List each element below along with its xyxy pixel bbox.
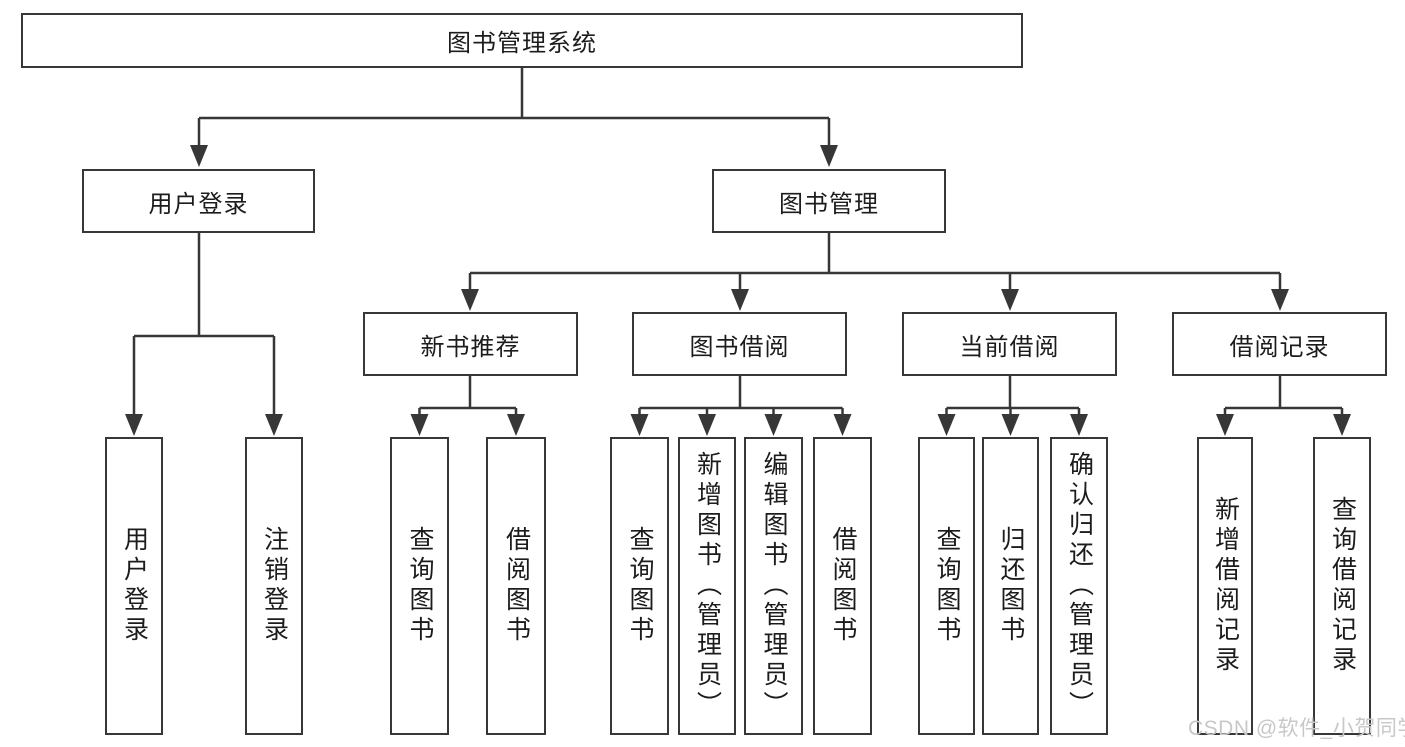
leaf-bb-borrow-books-label: 借阅图书 [829, 526, 857, 646]
leaf-cb-query-books: 查询图书 [918, 437, 975, 735]
leaf-bb-query-books-label: 查询图书 [626, 526, 654, 646]
csdn-watermark: CSDN @软件_小贺同学 [1188, 717, 1405, 740]
leaf-bb-edit-books-admin: 编辑图书（管理员） [744, 437, 803, 735]
leaf-bb-edit-books-admin-label: 编辑图书（管理员） [760, 451, 788, 721]
leaf-br-add-record: 新增借阅记录 [1197, 437, 1253, 735]
node-current-borrowing: 当前借阅 [902, 312, 1117, 376]
leaf-cb-confirm-return-admin: 确认归还（管理员） [1050, 437, 1108, 735]
node-book-management-label: 图书管理 [779, 190, 879, 218]
node-new-book-recommendation: 新书推荐 [363, 312, 578, 376]
leaf-bb-borrow-books: 借阅图书 [813, 437, 872, 735]
leaf-nb-borrow-books-label: 借阅图书 [502, 526, 531, 646]
leaf-nb-borrow-books: 借阅图书 [486, 437, 546, 735]
node-book-management: 图书管理 [712, 169, 946, 233]
node-user-login-label: 用户登录 [148, 190, 249, 218]
leaf-user-login-label: 用户登录 [120, 526, 149, 646]
node-book-borrowing-label: 图书借阅 [689, 333, 790, 361]
leaf-nb-query-books: 查询图书 [390, 437, 449, 735]
leaf-br-query-record: 查询借阅记录 [1313, 437, 1371, 735]
leaf-cb-query-books-label: 查询图书 [933, 526, 961, 646]
leaf-cb-return-books: 归还图书 [982, 437, 1039, 735]
node-borrowing-records: 借阅记录 [1172, 312, 1387, 376]
node-current-borrowing-label: 当前借阅 [959, 333, 1060, 361]
node-user-login: 用户登录 [82, 169, 315, 233]
leaf-bb-query-books: 查询图书 [610, 437, 669, 735]
leaf-logout: 注销登录 [245, 437, 303, 735]
node-root: 图书管理系统 [21, 13, 1023, 68]
leaf-br-query-record-label: 查询借阅记录 [1328, 496, 1357, 676]
leaf-bb-add-books-admin-label: 新增图书（管理员） [693, 451, 722, 721]
leaf-br-add-record-label: 新增借阅记录 [1211, 496, 1240, 676]
leaf-logout-label: 注销登录 [260, 526, 289, 646]
leaf-nb-query-books-label: 查询图书 [406, 526, 434, 646]
leaf-user-login: 用户登录 [105, 437, 163, 735]
leaf-cb-return-books-label: 归还图书 [997, 526, 1025, 646]
node-root-label: 图书管理系统 [447, 30, 597, 57]
node-new-book-recommendation-label: 新书推荐 [420, 333, 521, 361]
node-borrowing-records-label: 借阅记录 [1229, 333, 1330, 361]
leaf-cb-confirm-return-admin-label: 确认归还（管理员） [1065, 451, 1094, 721]
node-book-borrowing: 图书借阅 [632, 312, 847, 376]
leaf-bb-add-books-admin: 新增图书（管理员） [678, 437, 736, 735]
